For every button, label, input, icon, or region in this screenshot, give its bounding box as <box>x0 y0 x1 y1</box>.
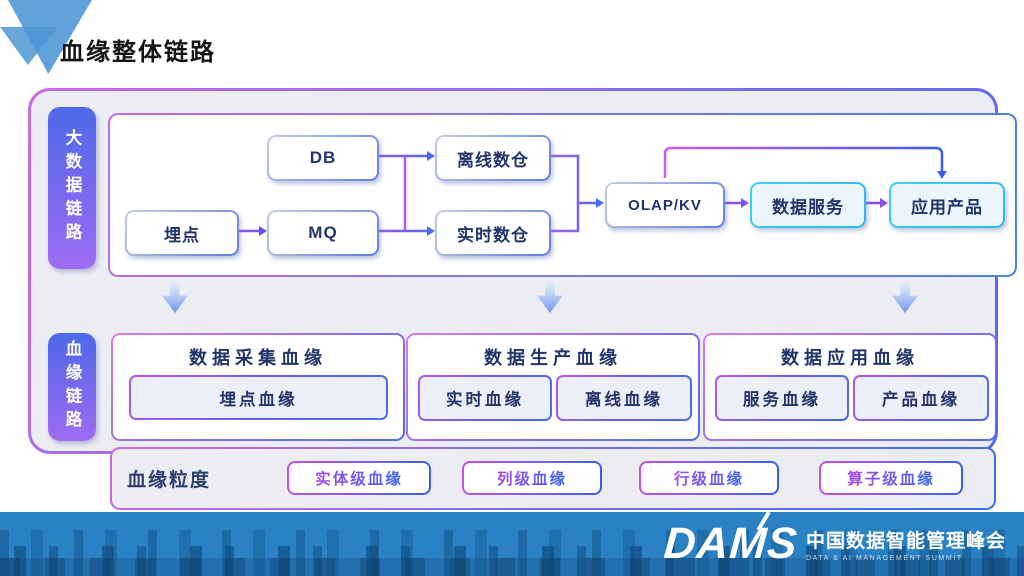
lineage-overview-panel: 大数据链路 <box>28 88 1015 454</box>
lineage-chip-tracking: 埋点血缘 <box>129 375 388 420</box>
granularity-chip-operator: 算子级血缘 <box>819 461 963 495</box>
flow-node-app-product: 应用产品 <box>889 182 1005 228</box>
granularity-chip-label: 实体级血缘 <box>315 467 403 489</box>
down-arrow-icon <box>537 283 563 313</box>
tab-lineage-chain: 血缘链路 <box>48 333 96 441</box>
footer-banner: DAMS 中国数据智能管理峰会 DATA & AI MANAGEMENT SUM… <box>0 512 1024 576</box>
flow-node-mq: MQ <box>267 210 379 256</box>
flow-connectors-svg <box>235 146 947 236</box>
footer-logo-row: DAMS 中国数据智能管理峰会 DATA & AI MANAGEMENT SUM… <box>662 512 1006 568</box>
footer-summit-title: 中国数据智能管理峰会 <box>805 531 1006 552</box>
flow-node-tracking: 埋点 <box>125 210 239 256</box>
footer-text-block: 中国数据智能管理峰会 DATA & AI MANAGEMENT SUMMIT <box>806 526 1006 562</box>
skyline-decoration <box>0 558 1024 576</box>
granularity-chip-row: 行级血缘 <box>639 461 779 495</box>
granularity-label: 血缘粒度 <box>127 470 212 491</box>
lineage-group-application: 数据应用血缘 服务血缘 产品血缘 <box>703 333 997 441</box>
granularity-chip-label: 行级血缘 <box>674 467 744 489</box>
dams-logo-text: DAMS <box>662 519 800 568</box>
down-arrow-icon <box>162 283 188 313</box>
granularity-chip-label: 算子级血缘 <box>847 467 935 489</box>
granularity-chip-column: 列级血缘 <box>462 461 602 495</box>
granularity-chip-label: 列级血缘 <box>497 467 567 489</box>
flow-node-db: DB <box>267 135 379 181</box>
flow-node-data-service: 数据服务 <box>750 182 866 228</box>
page-title: 血缘整体链路 <box>60 39 216 66</box>
lineage-chip-product: 产品血缘 <box>853 375 989 421</box>
lineage-group-title: 数据应用血缘 <box>781 348 919 368</box>
lineage-group-title: 数据采集血缘 <box>189 348 327 368</box>
dams-logo: DAMS <box>662 512 800 568</box>
granularity-bar: 血缘粒度 实体级血缘 列级血缘 行级血缘 算子级血缘 <box>110 447 996 510</box>
lineage-chip-service: 服务血缘 <box>715 375 849 421</box>
down-arrow-icon <box>892 283 918 313</box>
tab-big-data-chain: 大数据链路 <box>48 107 96 269</box>
lineage-chip-offline: 离线血缘 <box>556 375 692 421</box>
footer-summit-subtitle: DATA & AI MANAGEMENT SUMMIT <box>805 555 963 562</box>
tab-lineage-chain-label: 血缘链路 <box>63 340 81 434</box>
flow-node-realtime-dw: 实时数仓 <box>435 210 551 256</box>
lineage-group-title: 数据生产血缘 <box>484 348 622 368</box>
lineage-chip-realtime: 实时血缘 <box>418 375 552 421</box>
lineage-group-production: 数据生产血缘 实时血缘 离线血缘 <box>406 333 700 441</box>
granularity-chip-entity: 实体级血缘 <box>287 461 431 495</box>
flow-node-olap-kv: OLAP/KV <box>605 182 725 228</box>
flow-node-offline-dw: 离线数仓 <box>435 135 551 181</box>
tab-big-data-chain-label: 大数据链路 <box>63 129 81 247</box>
data-flow-panel: 埋点 DB MQ 离线数仓 实时数仓 OLAP/KV 数据服务 应用产品 <box>108 113 1017 277</box>
lineage-group-collection: 数据采集血缘 埋点血缘 <box>111 333 405 441</box>
